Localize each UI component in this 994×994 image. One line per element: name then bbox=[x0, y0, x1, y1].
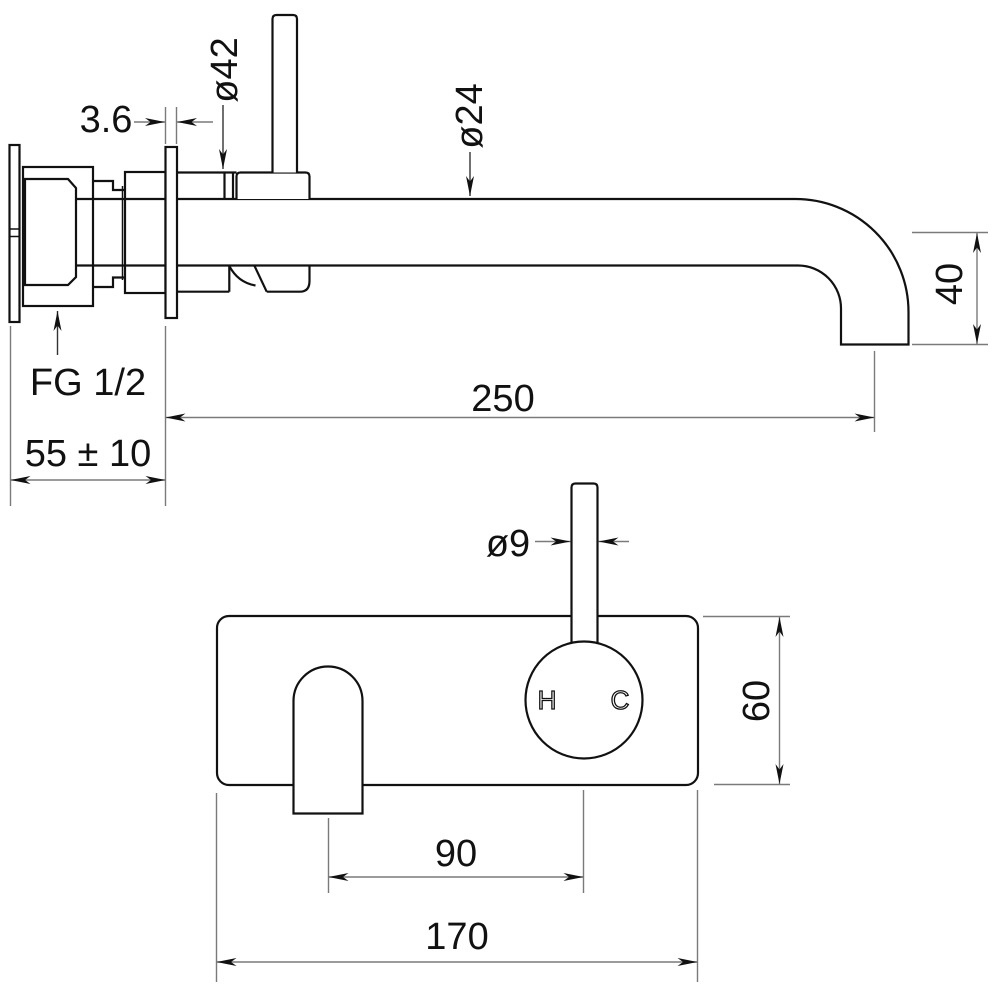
label-spout-reach: 250 bbox=[471, 378, 534, 420]
trim-sleeve bbox=[177, 171, 237, 293]
cold-indicator: C bbox=[611, 685, 630, 715]
label-inlet-thread: FG 1/2 bbox=[30, 362, 146, 404]
front-view: H C ø9 60 90 170 bbox=[215, 482, 790, 982]
label-plate-height: 60 bbox=[736, 680, 778, 722]
inlet-flange-notch bbox=[9, 228, 20, 238]
label-plate-width: 170 bbox=[425, 916, 488, 958]
spout-front bbox=[292, 665, 364, 815]
label-trim-diameter: ø42 bbox=[204, 37, 246, 102]
handle-lever-side bbox=[271, 13, 299, 173]
ext-plate-width bbox=[215, 790, 699, 982]
mounting-nut bbox=[123, 170, 167, 295]
label-rough-in-depth: 55 ± 10 bbox=[25, 433, 152, 475]
inlet-flange bbox=[8, 143, 21, 324]
ext-plate-thickness bbox=[164, 107, 178, 144]
wall-plate-side bbox=[164, 145, 179, 320]
label-lever-diameter: ø9 bbox=[486, 523, 530, 565]
label-spout-diameter: ø24 bbox=[449, 83, 491, 148]
label-centres: 90 bbox=[435, 833, 477, 875]
ext-spout-drop bbox=[912, 231, 988, 346]
label-spout-drop: 40 bbox=[929, 263, 971, 305]
spout-profile bbox=[177, 197, 910, 346]
side-view: 3.6 ø42 ø24 40 250 FG 1/2 55 ± 10 bbox=[8, 13, 988, 506]
handle-lever-front bbox=[570, 482, 599, 655]
body-lugs bbox=[93, 179, 125, 289]
handle-hub bbox=[524, 640, 644, 760]
hot-indicator: H bbox=[538, 685, 557, 715]
cartridge-housing bbox=[23, 177, 78, 287]
body-underside bbox=[228, 265, 311, 293]
handle-base bbox=[235, 171, 311, 199]
supply-tube-lines bbox=[76, 197, 166, 267]
label-plate-thickness: 3.6 bbox=[80, 99, 133, 141]
ext-plate-height bbox=[703, 615, 790, 786]
